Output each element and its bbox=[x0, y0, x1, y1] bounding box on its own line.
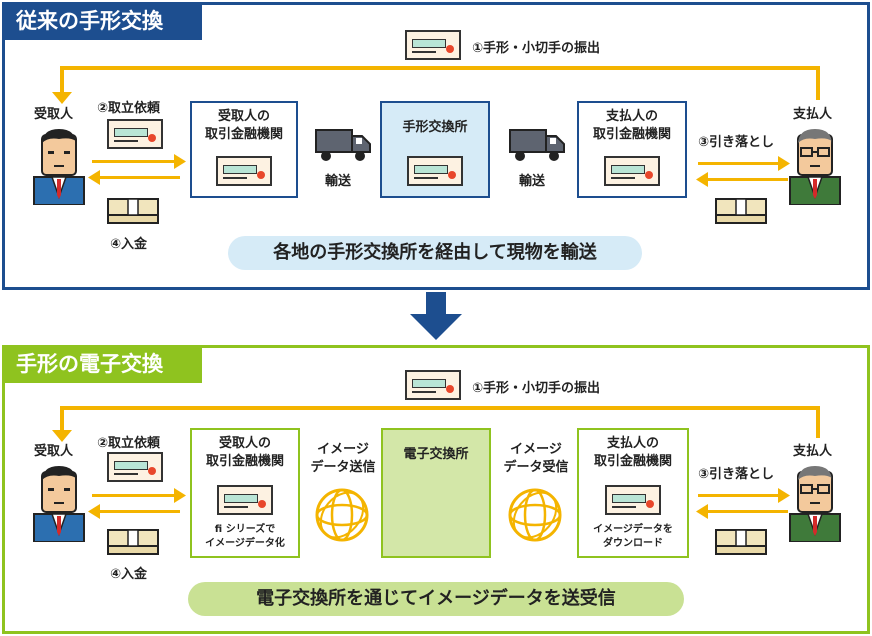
arrow-down-icon bbox=[52, 430, 72, 442]
electronic-summary: 電子交換所を通じてイメージデータを送受信 bbox=[188, 582, 684, 616]
check-icon bbox=[407, 156, 463, 186]
arrow-left-icon bbox=[696, 172, 708, 187]
traditional-summary: 各地の手形交換所を経由して現物を輸送 bbox=[228, 236, 642, 270]
withdrawal-label: ③引き落とし bbox=[698, 135, 775, 150]
check-icon bbox=[107, 119, 163, 149]
deposit-arrow bbox=[98, 176, 180, 179]
cash-bundle-icon bbox=[715, 529, 767, 555]
collection-request-label: ②取立依頼 bbox=[97, 101, 161, 116]
payer-person-icon bbox=[789, 466, 841, 542]
deposit-arrow bbox=[98, 510, 180, 513]
traditional-exchange-title: 従来の手形交換 bbox=[2, 2, 202, 40]
issue-flow-arrow-right-leg bbox=[816, 406, 820, 438]
arrow-right-icon bbox=[778, 488, 790, 503]
request-arrow bbox=[92, 494, 176, 497]
payer-label: 支払人 bbox=[793, 444, 833, 459]
cash-bundle-icon bbox=[107, 198, 159, 224]
arrow-down-icon bbox=[410, 292, 462, 340]
cash-bundle-icon bbox=[715, 198, 767, 224]
withdrawal-label: ③引き落とし bbox=[698, 467, 775, 482]
arrow-right-icon bbox=[174, 154, 186, 169]
check-icon bbox=[605, 485, 661, 515]
issue-flow-arrow-right-leg bbox=[816, 66, 820, 100]
arrow-left-icon bbox=[696, 504, 708, 519]
payee-label: 受取人 bbox=[34, 444, 74, 459]
deposit-label: ④入金 bbox=[110, 237, 148, 252]
transport-right-label: 輸送 bbox=[519, 174, 546, 189]
cash-bundle-icon bbox=[107, 529, 159, 555]
payee-person-icon bbox=[33, 466, 85, 542]
clearing-house-label: 手形交換所 bbox=[402, 120, 468, 135]
issue-flow-arrow-left-leg bbox=[60, 66, 64, 96]
clearing-house-box bbox=[381, 428, 491, 558]
clearing-house-box bbox=[380, 101, 490, 198]
issue-flow-arrow bbox=[60, 406, 820, 410]
request-arrow bbox=[92, 160, 176, 163]
collection-request-label: ②取立依頼 bbox=[97, 436, 161, 451]
arrow-down-icon bbox=[52, 92, 72, 104]
payee-bank-label: 受取人の取引金融機関 bbox=[205, 436, 284, 469]
check-icon bbox=[405, 370, 461, 400]
payer-bank-note: イメージデータをダウンロード bbox=[593, 524, 673, 549]
check-icon bbox=[217, 485, 273, 515]
payee-bank-note: fi シリーズでイメージデータ化 bbox=[205, 524, 285, 549]
check-icon bbox=[216, 156, 272, 186]
arrow-left-icon bbox=[88, 504, 100, 519]
payer-bank-label: 支払人の取引金融機関 bbox=[592, 109, 671, 142]
send-label: イメージデータ送信 bbox=[310, 442, 376, 475]
arrow-left-icon bbox=[88, 170, 100, 185]
check-icon bbox=[405, 30, 461, 60]
issue-flow-arrow bbox=[60, 66, 820, 70]
withdrawal-arrow-bottom bbox=[706, 178, 788, 181]
electronic-exchange-title: 手形の電子交換 bbox=[2, 345, 202, 383]
payee-label: 受取人 bbox=[34, 107, 74, 122]
withdrawal-arrow-top bbox=[698, 162, 780, 165]
issue-label: ①手形・小切手の振出 bbox=[472, 41, 601, 56]
clearing-house-label: 電子交換所 bbox=[403, 447, 469, 462]
check-icon bbox=[107, 452, 163, 482]
truck-icon bbox=[509, 129, 565, 161]
payee-bank-label: 受取人の取引金融機関 bbox=[204, 109, 283, 142]
payer-person-icon bbox=[789, 129, 841, 205]
withdrawal-arrow-top bbox=[698, 494, 780, 497]
truck-icon bbox=[315, 129, 371, 161]
arrow-right-icon bbox=[778, 156, 790, 171]
issue-flow-arrow-left-leg bbox=[60, 406, 64, 434]
withdrawal-arrow-bottom bbox=[706, 510, 788, 513]
issue-label: ①手形・小切手の振出 bbox=[472, 381, 601, 396]
network-globe-icon bbox=[508, 488, 562, 542]
deposit-label: ④入金 bbox=[110, 567, 148, 582]
payer-bank-label: 支払人の取引金融機関 bbox=[593, 436, 672, 469]
transport-left-label: 輸送 bbox=[325, 174, 352, 189]
network-globe-icon bbox=[315, 488, 369, 542]
payer-bank-box bbox=[577, 428, 689, 558]
arrow-right-icon bbox=[174, 488, 186, 503]
payer-label: 支払人 bbox=[793, 107, 833, 122]
receive-label: イメージデータ受信 bbox=[503, 442, 569, 475]
check-icon bbox=[604, 156, 660, 186]
payee-person-icon bbox=[33, 129, 85, 205]
